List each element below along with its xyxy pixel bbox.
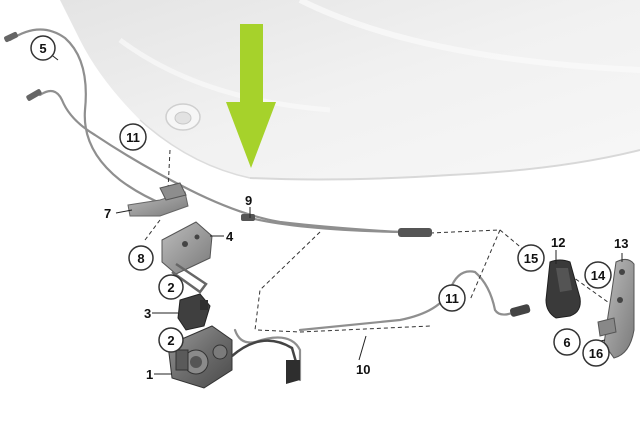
label-4: 4	[226, 229, 234, 244]
callout-5: 5	[30, 35, 56, 61]
svg-text:2: 2	[167, 280, 174, 295]
handle-cable	[38, 89, 402, 234]
svg-text:16: 16	[589, 346, 603, 361]
callout-14: 14	[584, 261, 612, 289]
main-cable-9	[248, 216, 432, 235]
dashed-guides	[144, 149, 613, 333]
svg-text:13: 13	[614, 236, 628, 251]
label-9: 9	[245, 193, 252, 208]
label-1: 1	[146, 367, 153, 382]
label-7: 7	[104, 206, 111, 221]
svg-text:11: 11	[445, 291, 459, 306]
callout-12: 12	[551, 235, 565, 250]
safety-catch	[545, 259, 581, 319]
svg-text:15: 15	[524, 251, 538, 266]
callout-2-lower: 2	[158, 327, 184, 353]
label-10: 10	[356, 362, 370, 377]
svg-text:6: 6	[563, 335, 570, 350]
hood-release-handle	[127, 182, 189, 217]
lever-bracket	[597, 258, 635, 359]
svg-text:8: 8	[137, 251, 144, 266]
green-arrow-icon	[226, 24, 276, 168]
hood-grommet	[165, 103, 201, 131]
callout-11-upper: 11	[119, 123, 147, 151]
callout-2-upper: 2	[158, 274, 184, 300]
upper-release-cable	[8, 28, 167, 207]
callout-15: 15	[517, 244, 545, 272]
callout-16: 16	[582, 339, 610, 367]
svg-text:5: 5	[39, 41, 46, 56]
callout-13: 13	[614, 236, 628, 251]
latch-clip	[177, 293, 211, 331]
label-3: 3	[144, 306, 151, 321]
svg-text:2: 2	[167, 333, 174, 348]
hood-panel	[60, 0, 640, 181]
callout-8: 8	[128, 245, 154, 271]
cables	[8, 28, 517, 382]
hood-lock	[167, 325, 300, 389]
callout-11-lower: 11	[438, 284, 466, 312]
callout-6: 6	[553, 328, 581, 356]
svg-text:11: 11	[126, 130, 140, 145]
right-cable-11	[298, 270, 517, 332]
cable-fittings	[4, 31, 531, 317]
latch-bracket	[161, 221, 213, 294]
svg-text:12: 12	[551, 235, 565, 250]
svg-text:14: 14	[591, 268, 606, 283]
